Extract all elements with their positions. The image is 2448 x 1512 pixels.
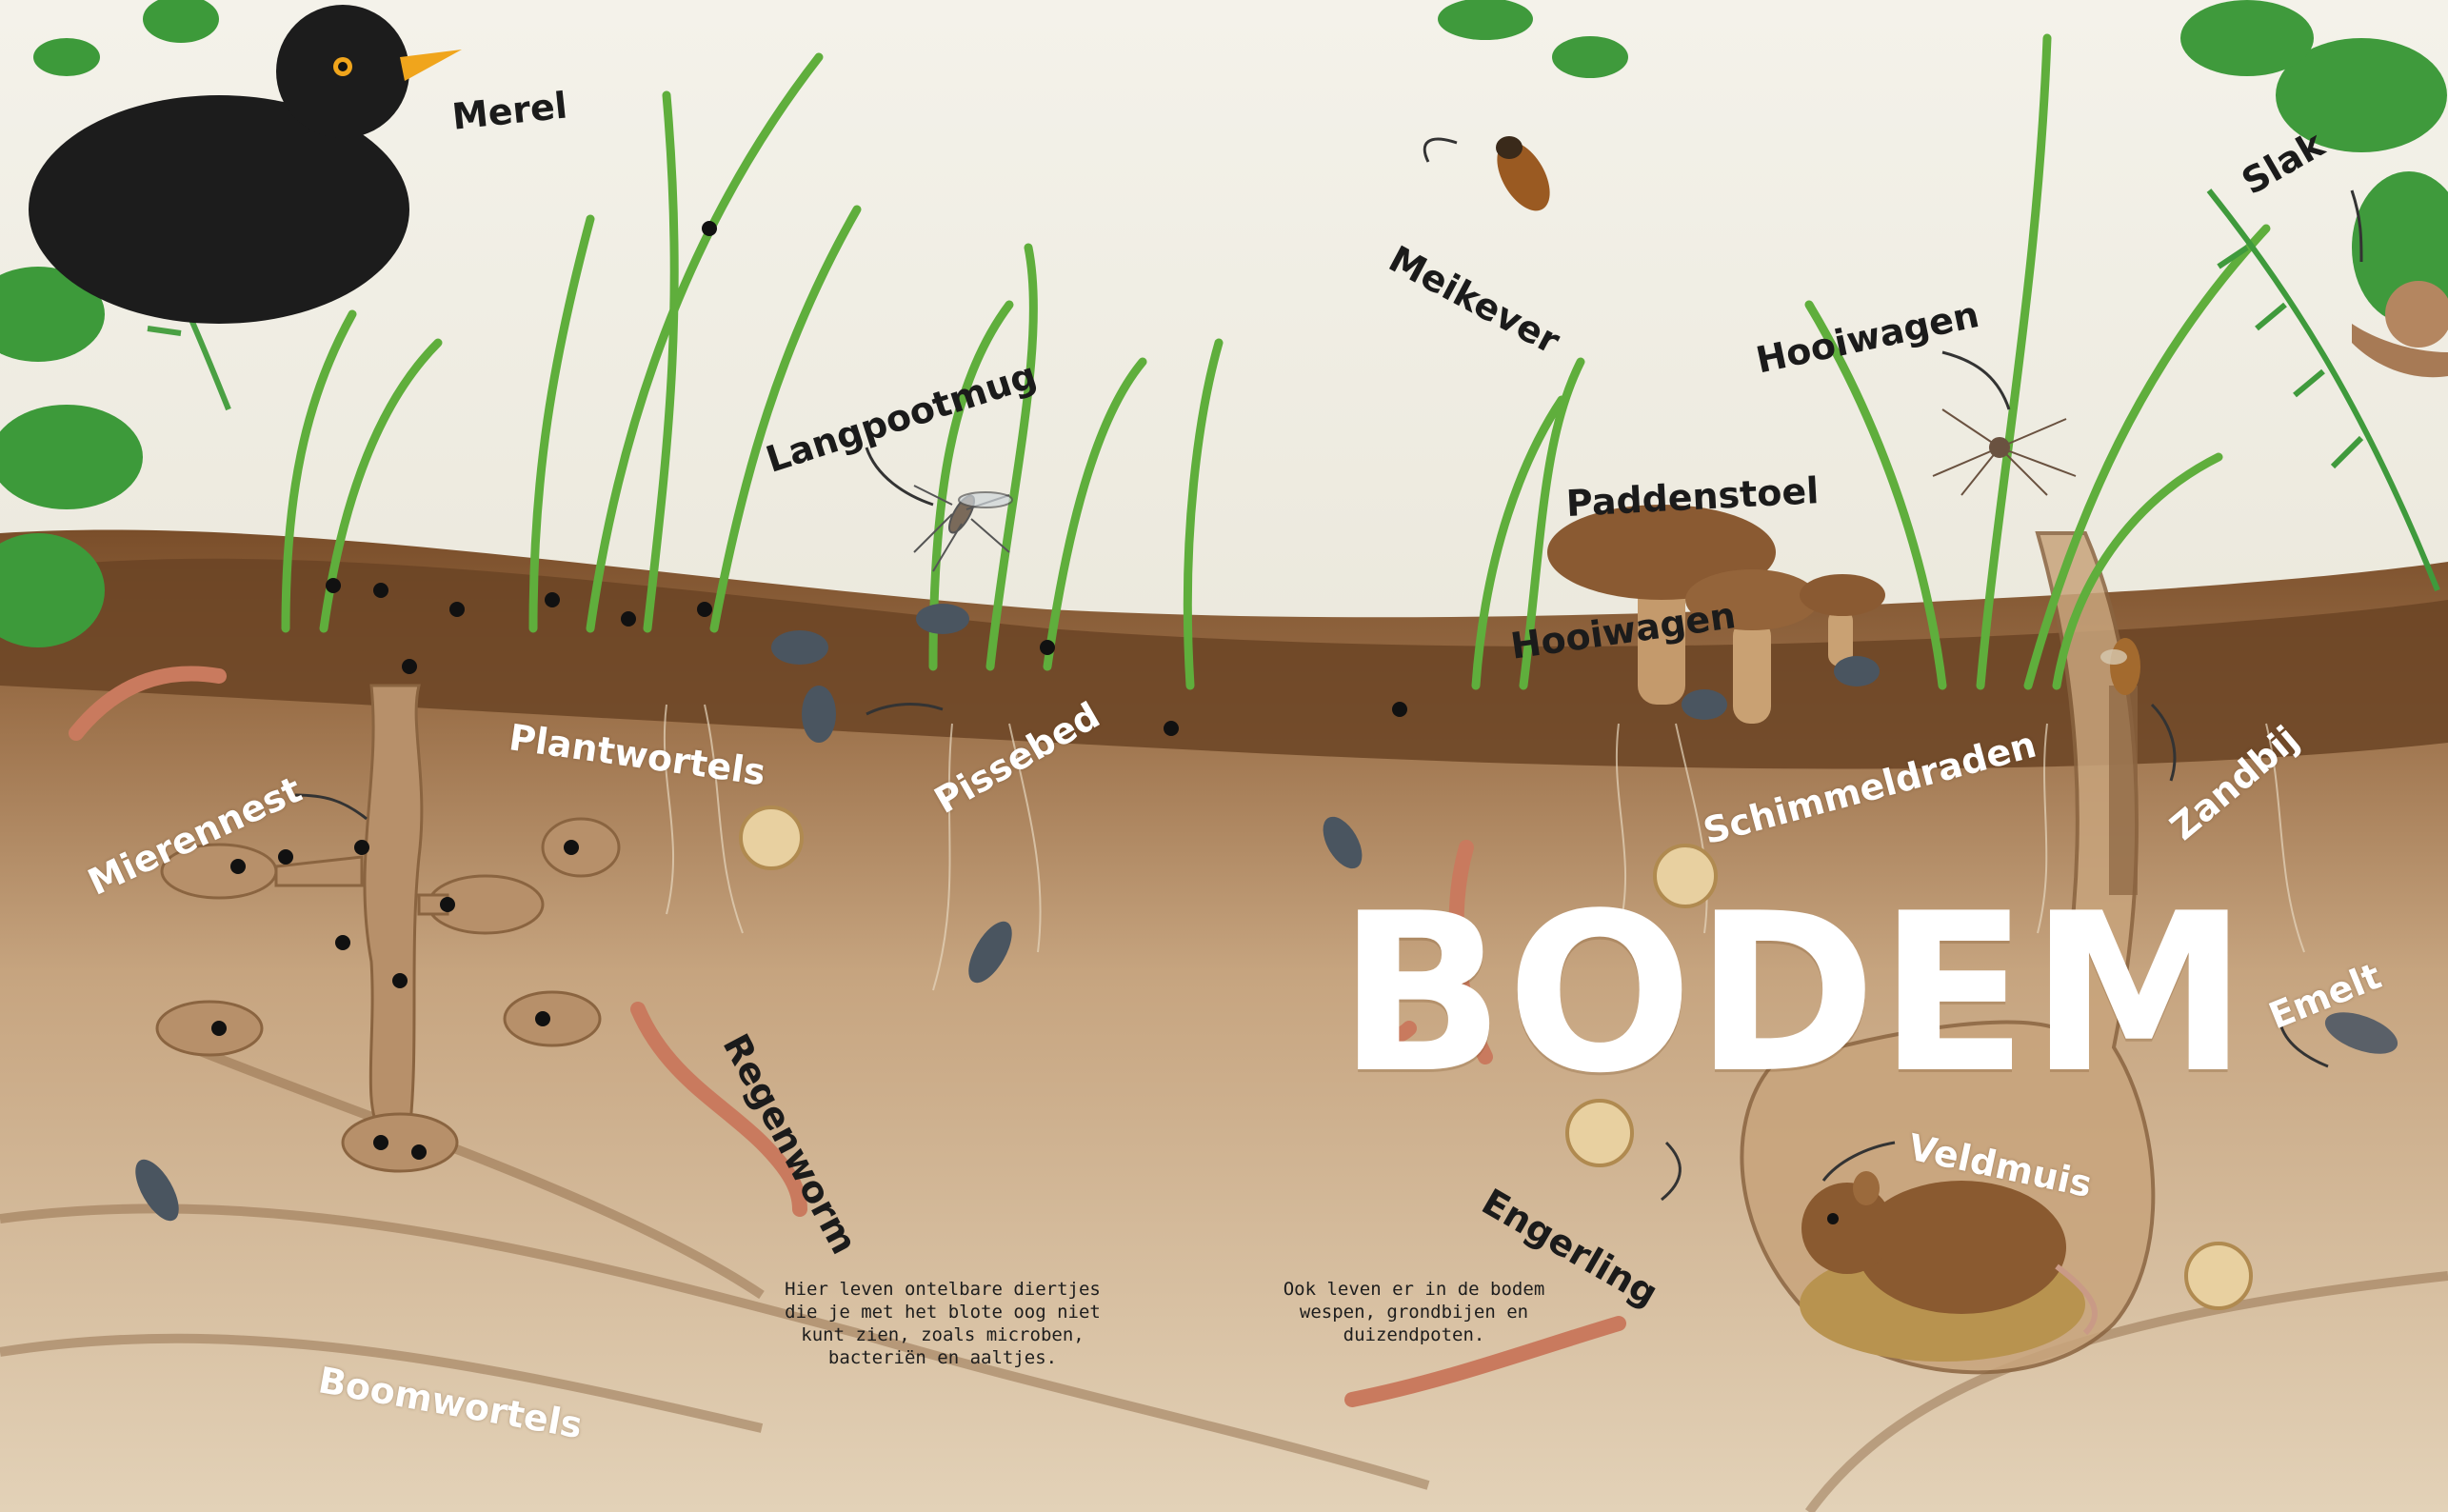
info-note-right: Ook leven er in de bodem wespen, grondbi… [1243,1278,1585,1346]
info-note-left: Hier leven ontelbare diertjes die je met… [771,1278,1114,1369]
page-title: BODEM [1338,885,2250,1104]
bee-tunnel [2109,686,2138,895]
